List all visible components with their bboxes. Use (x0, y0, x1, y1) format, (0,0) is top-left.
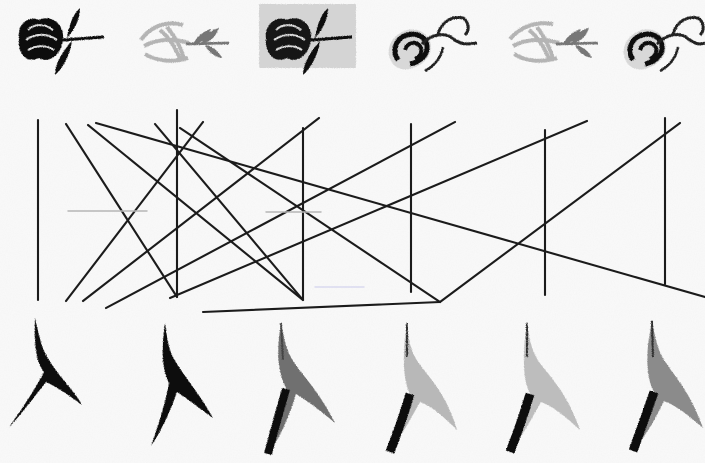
figure-panel (0, 0, 705, 463)
figure-svg (0, 0, 705, 463)
paper-texture (0, 0, 705, 463)
